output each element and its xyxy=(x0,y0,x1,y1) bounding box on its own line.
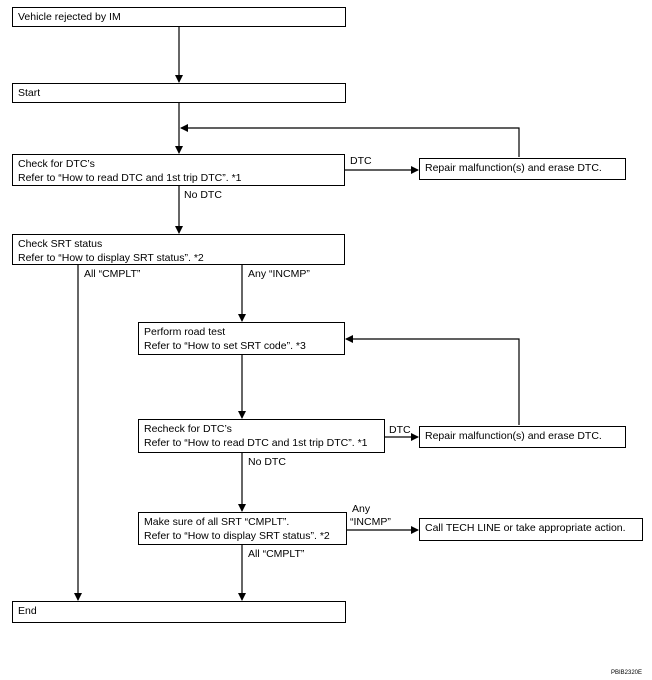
box-start: Start xyxy=(12,83,346,103)
label-dtc-1: DTC xyxy=(350,155,372,167)
box-line: Perform road test xyxy=(144,326,226,338)
box-line: Vehicle rejected by IM xyxy=(18,11,121,23)
box-recheck-dtc: Recheck for DTC’s Refer to “How to read … xyxy=(138,419,385,453)
label-dtc-2: DTC xyxy=(389,424,411,436)
box-line: Check for DTC’s xyxy=(18,158,95,170)
box-line: Check SRT status xyxy=(18,238,103,250)
label-all-cmplt-2: All “CMPLT” xyxy=(248,548,305,560)
box-line: Refer to “How to read DTC and 1st trip D… xyxy=(18,172,242,184)
box-tech-line: Call TECH LINE or take appropriate actio… xyxy=(419,518,643,541)
box-line: End xyxy=(18,605,37,617)
box-check-dtc: Check for DTC’s Refer to “How to read DT… xyxy=(12,154,345,186)
connector-repair2-loop xyxy=(345,335,520,425)
label-no-dtc-2: No DTC xyxy=(248,456,286,468)
box-repair-2: Repair malfunction(s) and erase DTC. xyxy=(419,426,626,448)
box-line: Refer to “How to read DTC and 1st trip D… xyxy=(144,437,368,449)
box-check-srt: Check SRT status Refer to “How to displa… xyxy=(12,234,345,265)
label-incmp-2: “INCMP” xyxy=(350,516,391,528)
box-line: Refer to “How to display SRT status”. *2 xyxy=(18,252,204,264)
box-line: Start xyxy=(18,87,41,99)
box-line: Repair malfunction(s) and erase DTC. xyxy=(425,430,602,442)
box-line: Call TECH LINE or take appropriate actio… xyxy=(425,522,626,534)
box-repair-1: Repair malfunction(s) and erase DTC. xyxy=(419,158,626,180)
box-line: Make sure of all SRT “CMPLT”. xyxy=(144,516,290,528)
label-all-cmplt-1: All “CMPLT” xyxy=(84,268,141,280)
label-any: Any xyxy=(352,503,371,515)
box-line: Refer to “How to display SRT status”. *2 xyxy=(144,530,330,542)
box-end: End xyxy=(12,601,346,623)
figure-code: PBIB2320E xyxy=(610,670,642,676)
box-line: Repair malfunction(s) and erase DTC. xyxy=(425,162,602,174)
box-vehicle-rejected: Vehicle rejected by IM xyxy=(12,7,346,27)
connector-repair1-loop xyxy=(180,124,520,157)
box-make-sure-srt: Make sure of all SRT “CMPLT”. Refer to “… xyxy=(138,512,347,545)
label-no-dtc-1: No DTC xyxy=(184,189,222,201)
box-line: Recheck for DTC’s xyxy=(144,423,232,435)
box-line: Refer to “How to set SRT code”. *3 xyxy=(144,340,306,352)
box-road-test: Perform road test Refer to “How to set S… xyxy=(138,322,345,355)
label-any-incmp-1: Any “INCMP” xyxy=(248,268,310,280)
